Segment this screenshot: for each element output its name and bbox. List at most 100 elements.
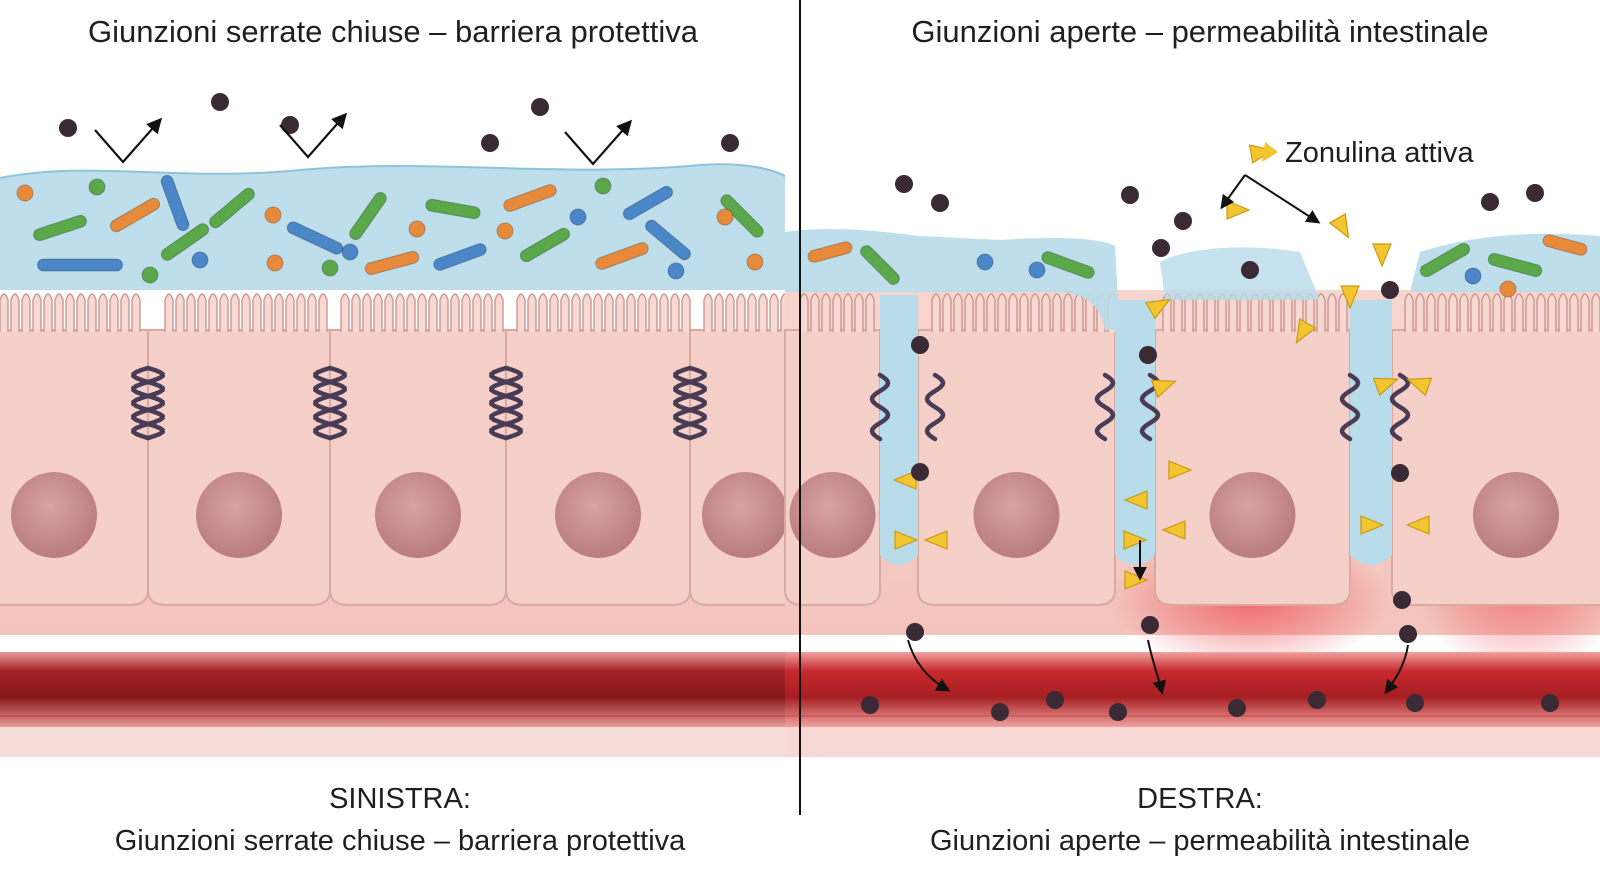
bacterium-rod bbox=[33, 214, 87, 242]
zonulin-icon bbox=[1406, 377, 1433, 397]
bacterium-coccus bbox=[264, 206, 282, 224]
bacterium-rod bbox=[425, 198, 481, 220]
zonulin-pointer-arrows bbox=[1220, 174, 1321, 224]
zonulin-icon bbox=[1328, 213, 1350, 239]
bacterium-coccus bbox=[496, 222, 514, 240]
open-junction-icon bbox=[1389, 372, 1411, 442]
blood-vessel-left bbox=[0, 652, 785, 727]
particle-icon bbox=[991, 703, 1009, 721]
zonulin-icon bbox=[1295, 318, 1317, 344]
particle-icon bbox=[1228, 699, 1246, 717]
epithelial-cells-left bbox=[0, 329, 801, 606]
cell-nucleus bbox=[702, 472, 788, 558]
bacterium-rod bbox=[503, 184, 557, 212]
zonulin-icon bbox=[1145, 298, 1171, 320]
cell-nucleus bbox=[555, 472, 641, 558]
bacterium-coccus bbox=[594, 177, 612, 195]
zonulin-icon bbox=[1123, 530, 1148, 550]
particle-icon bbox=[1121, 186, 1139, 204]
zonulin-icon bbox=[1150, 379, 1177, 399]
epithelial-cell bbox=[917, 329, 1116, 606]
tight-junctions-closed bbox=[131, 365, 707, 441]
zonulin-label: Zonulina attiva bbox=[1285, 137, 1474, 169]
particle-icon bbox=[1391, 464, 1409, 482]
bacterium-coccus bbox=[321, 259, 339, 277]
bacterium-coccus bbox=[341, 243, 359, 261]
zonulin-icon bbox=[1161, 520, 1186, 540]
bacterium-rod bbox=[645, 219, 691, 261]
microbiota-left bbox=[16, 174, 764, 284]
bacterium-coccus bbox=[266, 254, 284, 272]
particle-icon bbox=[721, 134, 739, 152]
zonulin-icon bbox=[923, 530, 948, 550]
epithelial-cell bbox=[689, 329, 801, 606]
zonulin-icon bbox=[1372, 377, 1399, 397]
particle-icon bbox=[1241, 261, 1259, 279]
bacterium-rod bbox=[109, 197, 161, 233]
bacterium-coccus bbox=[569, 208, 587, 226]
microbiota-right bbox=[807, 234, 1588, 298]
bacterium-rod bbox=[595, 242, 649, 270]
bacterium-rod bbox=[160, 223, 210, 261]
zonulin-icon bbox=[1226, 200, 1251, 220]
bacterium-rod bbox=[1542, 234, 1588, 256]
epithelial-cells-right bbox=[784, 329, 1600, 606]
particle-icon bbox=[911, 336, 929, 354]
cell-nucleus bbox=[11, 472, 97, 558]
bacterium-coccus bbox=[716, 208, 734, 226]
zonulin-icon bbox=[1123, 490, 1148, 510]
open-junction-icon bbox=[1339, 372, 1361, 442]
particle-icon bbox=[1141, 616, 1159, 634]
particle-icon bbox=[481, 134, 499, 152]
particle-icon bbox=[1046, 691, 1064, 709]
tight-junction-icon bbox=[313, 365, 347, 441]
cell-nucleus bbox=[789, 472, 876, 558]
right-caption-heading: DESTRA: bbox=[1137, 783, 1263, 815]
bacterium-coccus bbox=[1028, 261, 1046, 279]
tight-junction-icon bbox=[489, 365, 523, 441]
particle-icon bbox=[281, 116, 299, 134]
particle-icon bbox=[906, 623, 924, 641]
bacterium-coccus bbox=[667, 262, 685, 280]
epithelial-cell bbox=[505, 329, 691, 606]
zonulin-icon bbox=[1372, 243, 1392, 268]
particle-icon bbox=[211, 93, 229, 111]
cell-nucleus bbox=[375, 472, 461, 558]
bacterium-rod bbox=[209, 187, 255, 229]
bacterium-rod bbox=[807, 241, 853, 263]
bacterium-coccus bbox=[16, 184, 34, 202]
left-panel bbox=[0, 93, 801, 757]
bacterium-coccus bbox=[976, 253, 994, 271]
bacterium-coccus bbox=[1464, 267, 1482, 285]
left-caption-heading: SINISTRA: bbox=[329, 783, 471, 815]
bounce-arrow-icon bbox=[564, 119, 633, 166]
open-junction-icon bbox=[1094, 372, 1116, 442]
bacterium-rod bbox=[349, 191, 387, 241]
cell-nucleus bbox=[1473, 472, 1559, 558]
left-caption-text: Giunzioni serrate chiuse – barriera prot… bbox=[114, 825, 686, 857]
bacterium-coccus bbox=[88, 178, 106, 196]
epithelial-cell bbox=[1391, 329, 1600, 606]
particle-icon bbox=[895, 175, 913, 193]
translocating-particles bbox=[861, 175, 1559, 721]
blood-vessel-right bbox=[785, 652, 1600, 727]
particle-icon bbox=[1109, 703, 1127, 721]
left-panel-title: Giunzioni serrate chiuse – barriera prot… bbox=[88, 14, 698, 49]
translocation-arrows bbox=[907, 540, 1409, 695]
cell-nucleus bbox=[1209, 472, 1296, 558]
particle-icon bbox=[1541, 694, 1559, 712]
bacterium-rod bbox=[860, 245, 900, 285]
particle-icon bbox=[1399, 625, 1417, 643]
bacterium-rod bbox=[622, 185, 674, 221]
bacterium-rod bbox=[364, 250, 420, 276]
epithelial-cell bbox=[1154, 329, 1351, 606]
bacterium-rod bbox=[160, 174, 190, 232]
zonulin-icon bbox=[894, 530, 919, 550]
zonulin-molecules bbox=[892, 142, 1433, 590]
luminal-particles-left bbox=[59, 93, 739, 166]
particle-icon bbox=[861, 696, 879, 714]
bacterium-rod bbox=[1041, 251, 1095, 279]
particle-icon bbox=[1393, 591, 1411, 609]
epithelial-cell bbox=[147, 329, 331, 606]
